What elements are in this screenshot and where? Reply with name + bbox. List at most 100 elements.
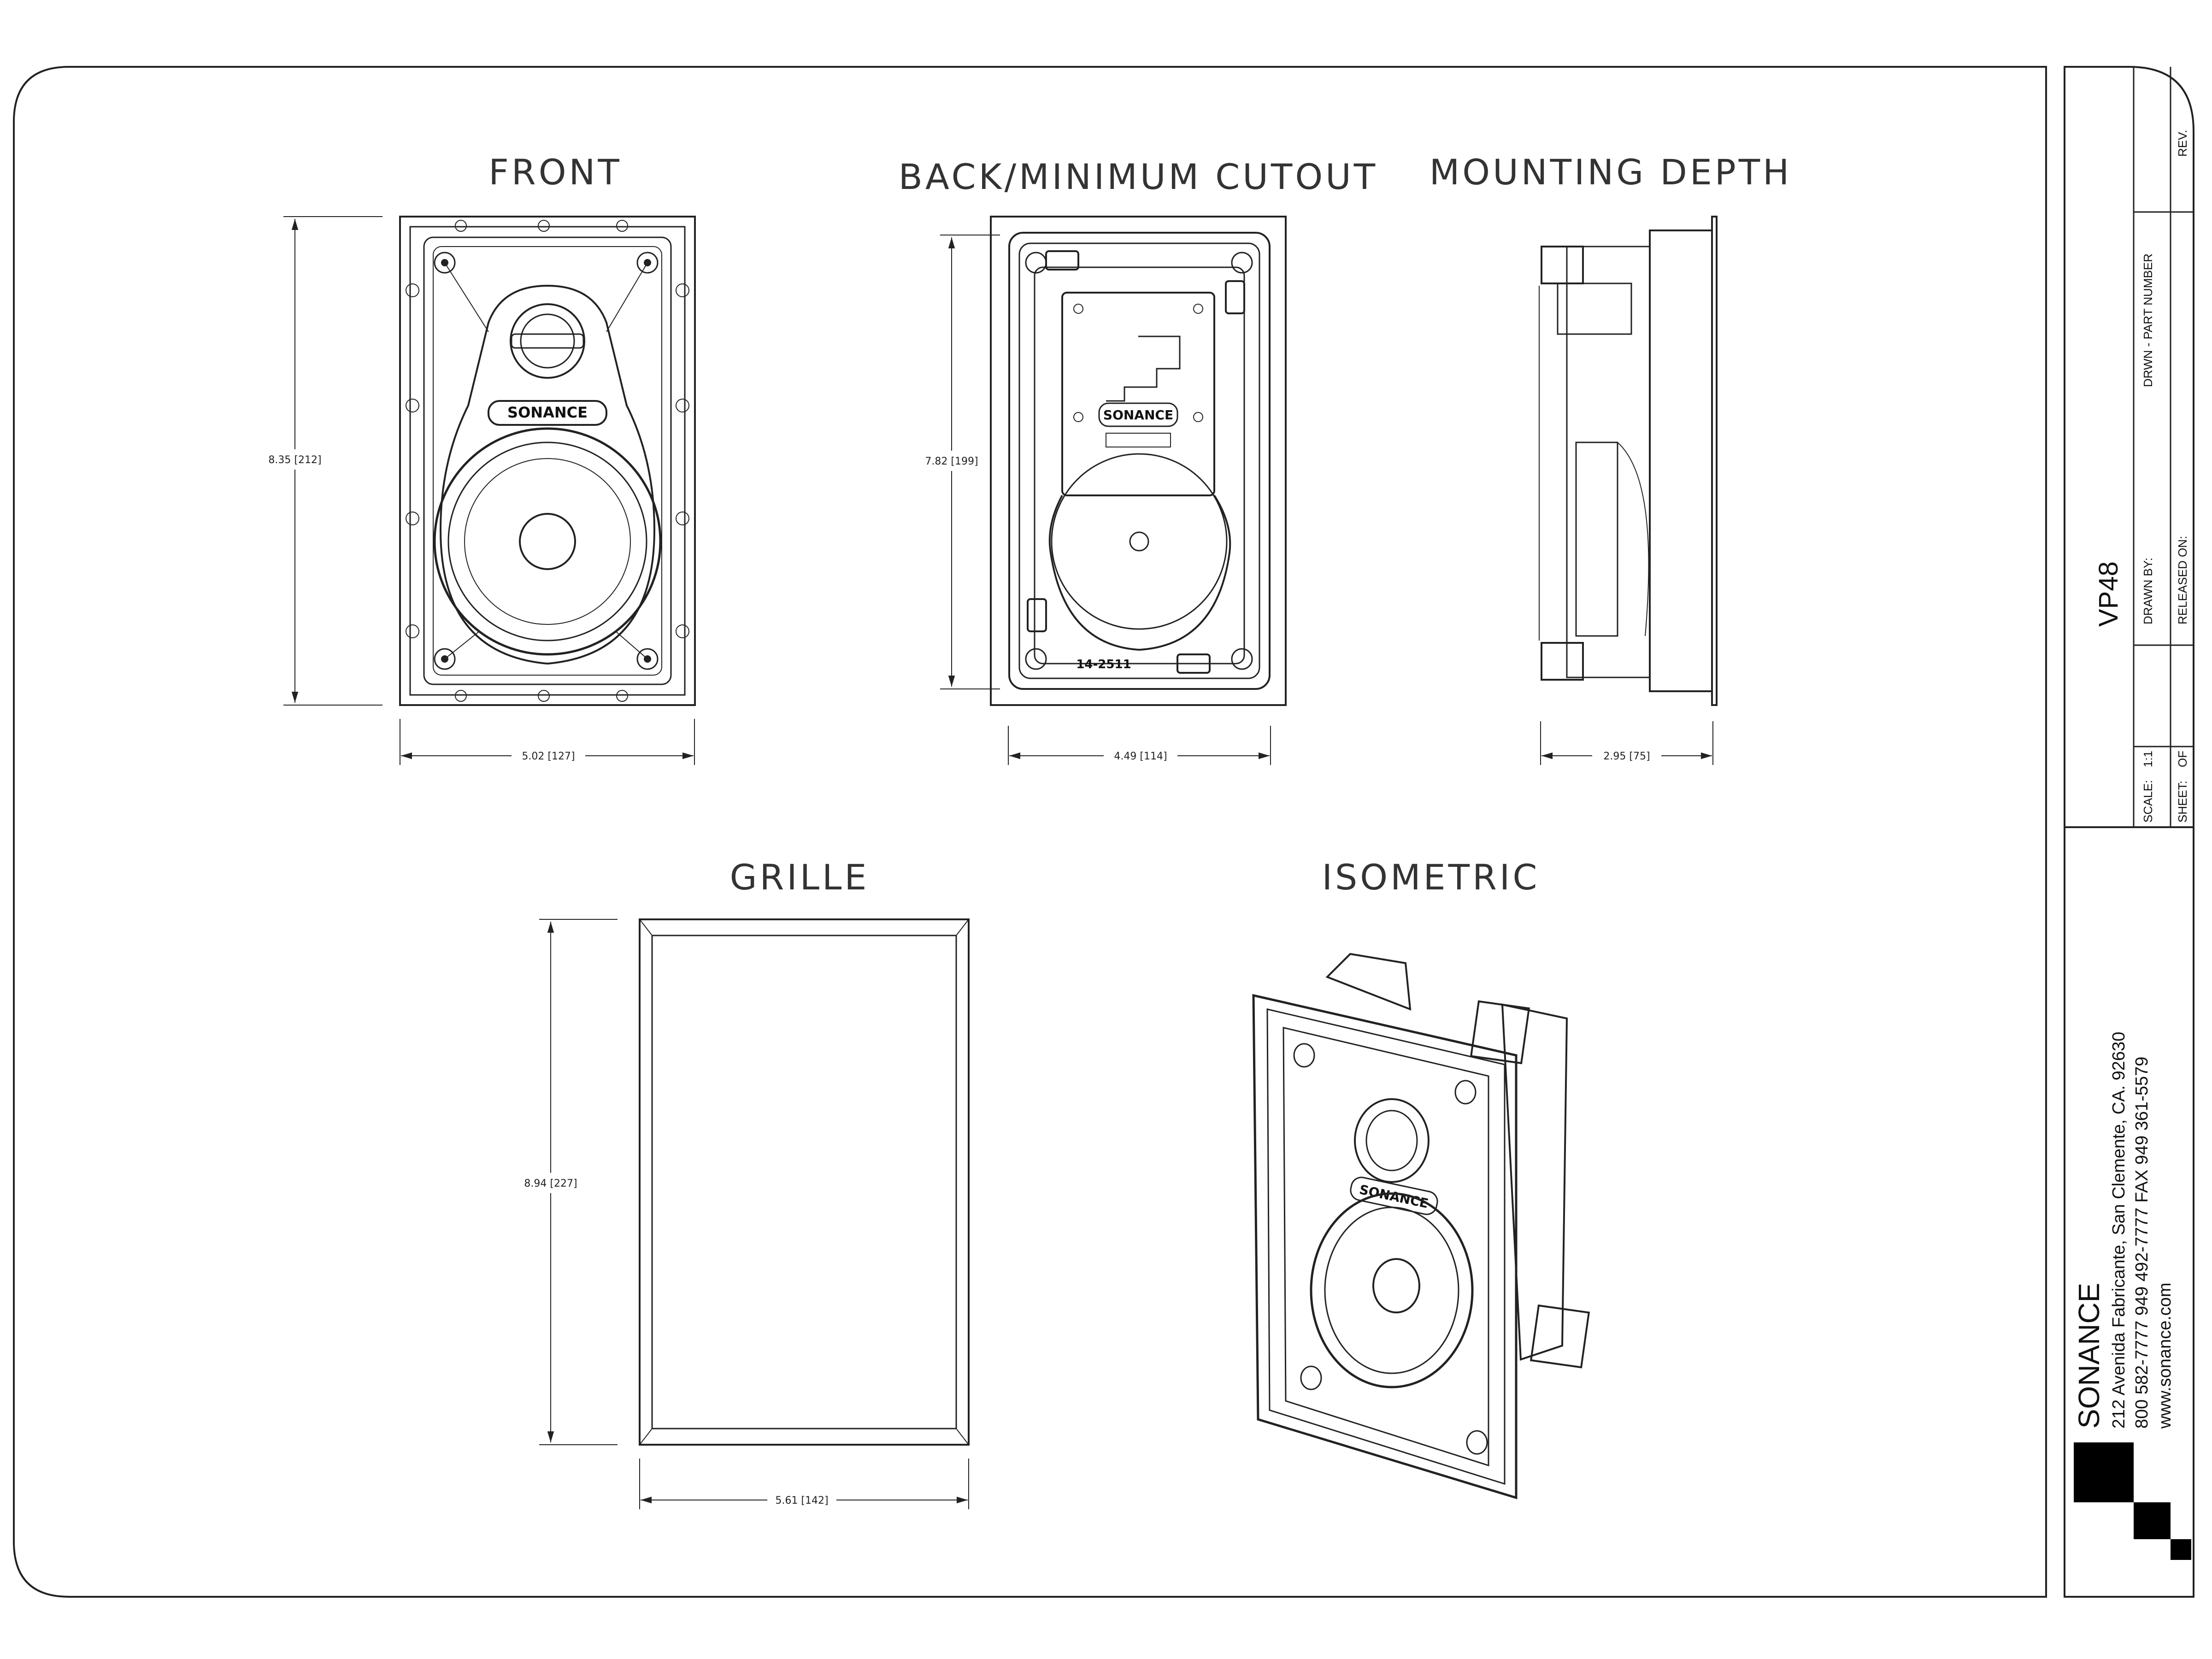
title-block: REV. DRWN - PART NUMBER VP48 DRAWN BY: R… — [2072, 130, 2191, 1560]
isometric-title: ISOMETRIC — [1322, 857, 1540, 898]
sheet-border — [13, 66, 2047, 1598]
back-corner-4 — [1231, 648, 1253, 670]
back-height-dim-bg — [915, 451, 988, 471]
front-tweeter-bar — [511, 333, 584, 349]
front-baffle-inner — [433, 246, 662, 676]
back-corner-2 — [1231, 252, 1253, 274]
front-tweeter — [510, 303, 585, 379]
sheet-value: OF — [2176, 751, 2189, 767]
front-height-dim: 8.35 [212] — [268, 454, 321, 466]
back-board-screw-4 — [1193, 412, 1203, 422]
model-number: VP48 — [2094, 561, 2124, 627]
back-logo: SONANCE — [1103, 407, 1173, 423]
front-tweeter-dome — [520, 313, 575, 369]
iso-woofer-dustcap — [1372, 1258, 1420, 1313]
iso-rear-top — [1325, 953, 1412, 1011]
back-corner-3 — [1025, 648, 1047, 670]
depth-title: MOUNTING DEPTH — [1430, 152, 1792, 193]
depth-body — [1566, 246, 1651, 678]
back-basket — [1034, 266, 1245, 665]
back-cutout — [1008, 232, 1271, 690]
scale-value: 1:1 — [2141, 751, 2155, 767]
grille-height-dim-bg — [514, 1173, 588, 1193]
front-flange-inner — [409, 226, 686, 696]
iso-bottom-clamp — [1530, 1304, 1590, 1369]
grille-width-dim-bg — [767, 1492, 836, 1508]
back-woofer-rim — [1051, 453, 1228, 630]
iso-screw-1 — [1293, 1043, 1315, 1068]
front-logo-badge — [488, 400, 607, 426]
front-rib-4 — [615, 631, 648, 659]
grille-bevel-3 — [639, 1428, 653, 1445]
grille-view: GRILLE 8.94 [227] 5.61 [142] — [514, 857, 970, 1509]
released-on-label: RELEASED ON: — [2176, 536, 2189, 624]
front-woofer-cone — [464, 458, 631, 625]
back-frame — [1018, 242, 1260, 679]
back-crossover-board — [1061, 292, 1215, 496]
sonance-logo-mark — [2074, 1442, 2191, 1560]
back-woofer-frame — [1048, 494, 1231, 651]
front-rib-3 — [444, 631, 480, 659]
front-flange — [399, 216, 696, 706]
iso-flange-inner — [1266, 1008, 1506, 1485]
front-rib-1 — [444, 262, 489, 332]
grille-outer — [639, 918, 970, 1446]
grille-bevel-4 — [956, 1428, 969, 1445]
company-name: SONANCE — [2072, 1283, 2106, 1429]
company-web: www.sonance.com — [2155, 1282, 2175, 1429]
grille-title: GRILLE — [730, 857, 870, 898]
depth-dim-bg — [1592, 747, 1661, 764]
back-board-logo-mark — [1106, 335, 1181, 402]
back-flange — [990, 216, 1287, 706]
depth-dim: 2.95 [75] — [1603, 751, 1650, 762]
iso-tweeter — [1354, 1098, 1430, 1183]
back-width-dim: 4.49 [114] — [1114, 751, 1167, 762]
iso-screw-3 — [1300, 1365, 1322, 1390]
iso-baffle — [1282, 1027, 1489, 1467]
front-width-dim-bg — [512, 747, 585, 764]
iso-screw-4 — [1466, 1430, 1488, 1455]
depth-top-clamp — [1541, 246, 1584, 284]
depth-view: MOUNTING DEPTH 2.95 [75] — [1430, 152, 1792, 765]
front-height-dim-bg — [258, 449, 332, 470]
iso-woofer-surround — [1324, 1206, 1459, 1374]
depth-baffle — [1649, 229, 1713, 692]
front-view: FRONT 8.35 [212] 5.02 [127] — [258, 152, 696, 765]
back-part-label: 14-2511 — [1076, 658, 1131, 671]
back-board-label — [1106, 433, 1171, 447]
iso-woofer — [1310, 1192, 1474, 1388]
sheet-label: SHEET: — [2176, 781, 2189, 823]
back-corner-1 — [1025, 252, 1047, 274]
grille-height-dim: 8.94 [227] — [524, 1178, 577, 1189]
back-view: BACK/MINIMUM CUTOUT 7.82 [199] 4.49 [114… — [899, 156, 1378, 765]
isometric-view: ISOMETRIC SONANCE — [1252, 857, 1590, 1500]
grille-inner — [651, 935, 957, 1430]
back-woofer-vent — [1129, 531, 1149, 552]
depth-magnet — [1575, 441, 1618, 637]
rev-label: REV. — [2176, 130, 2189, 157]
iso-screw-2 — [1454, 1080, 1477, 1105]
front-woofer-surround — [447, 441, 647, 641]
iso-top-clamp — [1470, 1000, 1530, 1065]
front-woofer — [433, 427, 662, 656]
iso-flange — [1252, 994, 1518, 1500]
iso-tweeter-dome — [1365, 1110, 1418, 1171]
scale-label: SCALE: — [2141, 780, 2155, 823]
back-board-screw-3 — [1073, 412, 1083, 422]
front-woofer-dustcap — [519, 513, 576, 570]
drawn-by-label: DRAWN BY: — [2141, 558, 2155, 624]
front-driver-housing — [439, 284, 656, 665]
back-board-screw-1 — [1073, 304, 1083, 314]
grille-bevel-2 — [956, 919, 969, 936]
depth-cone-line — [1617, 442, 1649, 636]
grille-width-dim: 5.61 [142] — [775, 1495, 828, 1506]
back-board-screw-2 — [1193, 304, 1203, 314]
front-title: FRONT — [488, 152, 622, 193]
front-logo: SONANCE — [507, 404, 588, 421]
title-block-border — [2064, 66, 2194, 1598]
back-logo-badge — [1098, 402, 1178, 427]
back-title: BACK/MINIMUM CUTOUT — [899, 156, 1378, 197]
iso-rear-side — [1501, 1003, 1568, 1361]
front-width-dim: 5.02 [127] — [522, 751, 575, 762]
back-height-dim: 7.82 [199] — [925, 456, 978, 467]
